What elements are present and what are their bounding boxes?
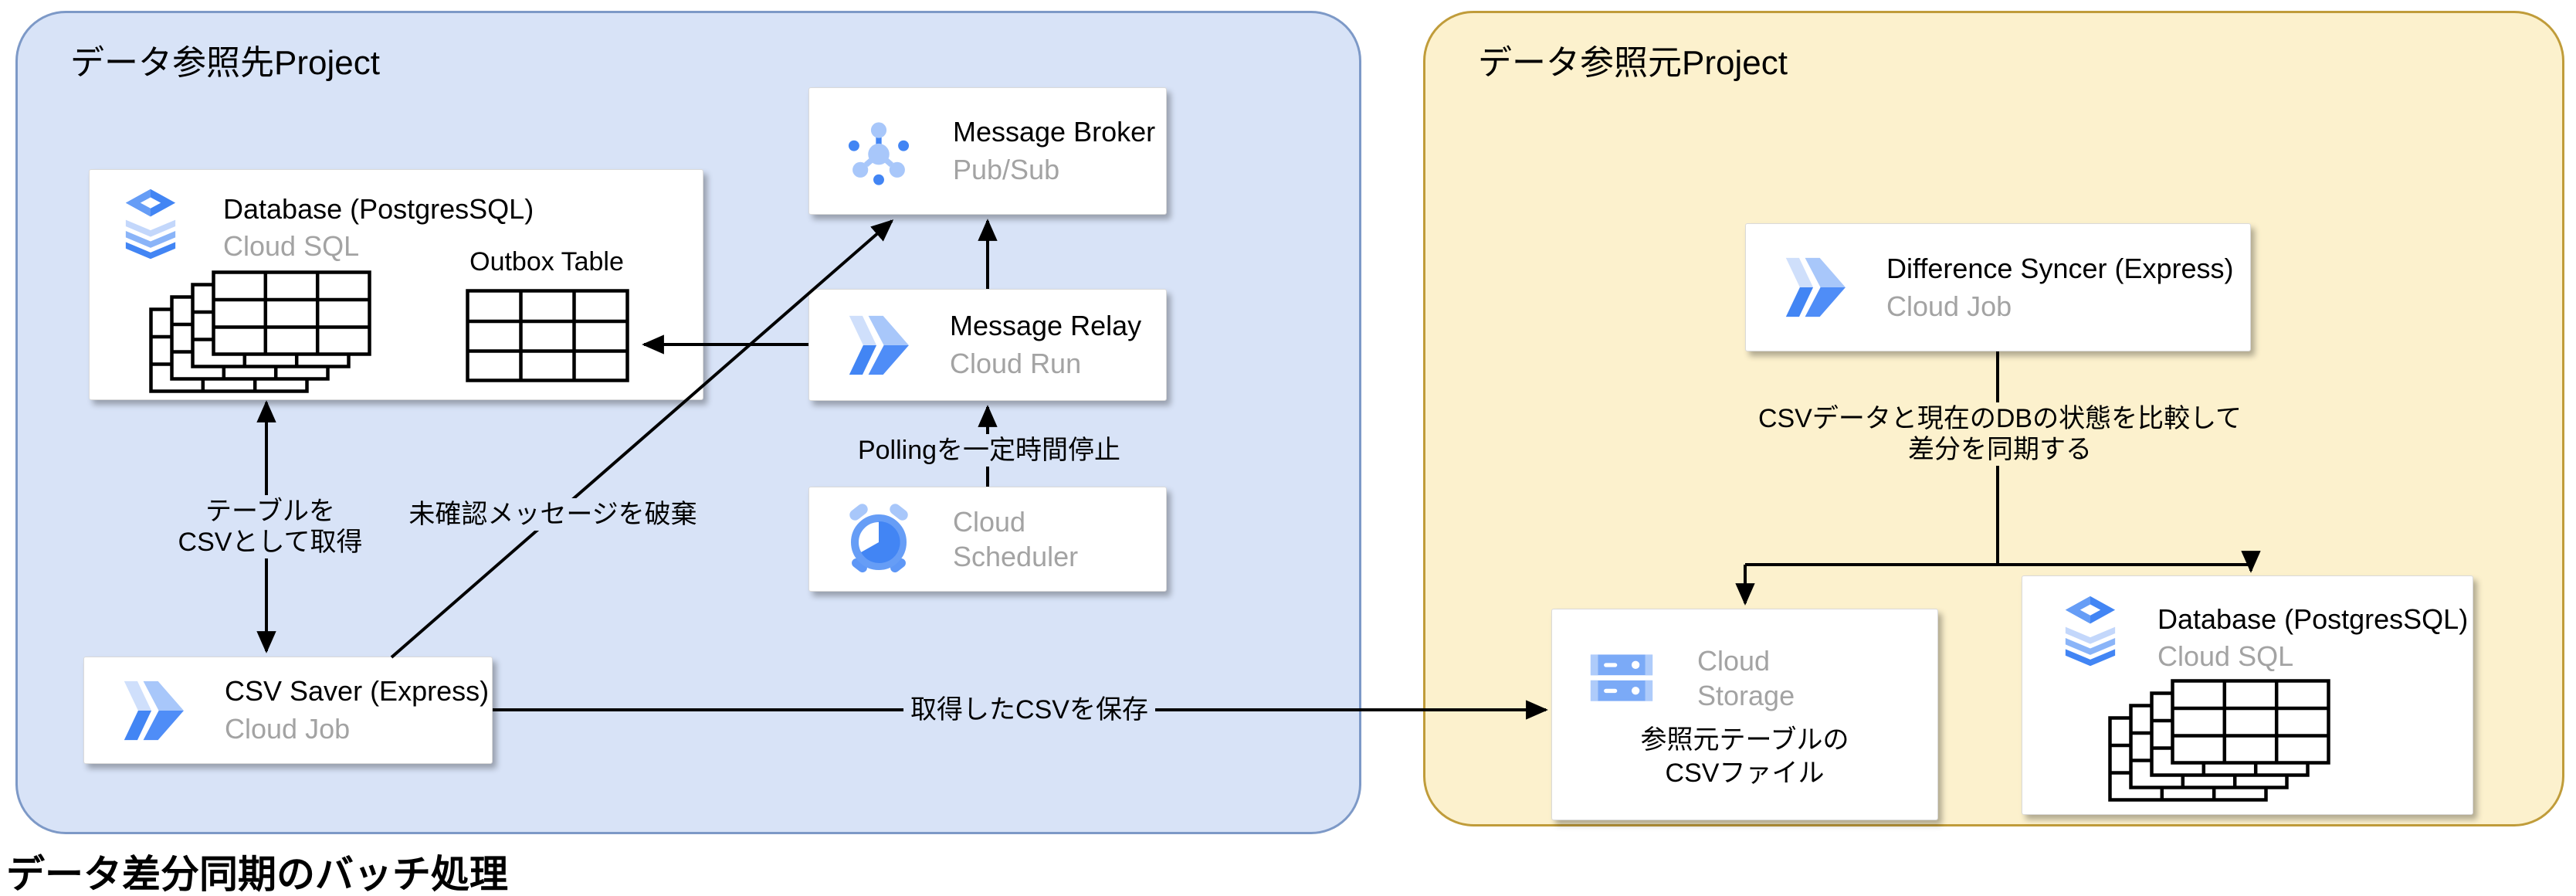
outbox-table-icon [466, 289, 629, 382]
cloud-sql-icon [2065, 596, 2116, 667]
edge-label-save-csv: 取得したCSVを保存 [903, 694, 1155, 726]
cloud-run-icon [849, 315, 909, 375]
db-left-subtitle: Cloud SQL [223, 230, 360, 262]
db-right-subtitle: Cloud SQL [2157, 640, 2294, 672]
diagram-title: データ差分同期のバッチ処理 [6, 853, 508, 896]
storage-label-line2: Storage [1697, 680, 1795, 711]
container-right-title: データ参照元Project [1478, 44, 1788, 82]
relay-subtitle: Cloud Run [950, 348, 1082, 379]
cloud-sql-icon [125, 188, 176, 260]
cloud-scheduler-icon [849, 504, 908, 573]
storage-note-line1: 参照元テーブルの [1640, 725, 1849, 755]
relay-title: Message Relay [950, 310, 1142, 341]
cloud-run-icon [1785, 257, 1846, 317]
table-stack-icon [149, 270, 371, 393]
node-csv-saver: CSV Saver (Express) Cloud Job [83, 657, 493, 764]
diff-syncer-subtitle: Cloud Job [1886, 290, 2012, 322]
broker-subtitle: Pub/Sub [953, 154, 1060, 185]
outbox-table-label: Outbox Table [469, 247, 624, 277]
edge-label-compare-sync: CSVデータと現在のDBの状態を比較して 差分を同期する [1751, 402, 2249, 466]
node-database-left: Database (PostgresSQL) Cloud SQL Outbox … [89, 169, 703, 400]
node-database-right: Database (PostgresSQL) Cloud SQL [2022, 575, 2473, 815]
scheduler-label-line2: Scheduler [953, 541, 1079, 572]
pubsub-icon [848, 121, 910, 185]
diff-syncer-title: Difference Syncer (Express) [1886, 252, 2234, 284]
broker-title: Message Broker [953, 116, 1156, 148]
edge-label-fetch-csv: テーブルを CSVとして取得 [171, 495, 370, 558]
csv-saver-title: CSV Saver (Express) [225, 675, 490, 707]
table-stack-icon [2108, 679, 2330, 802]
storage-label-line1: Cloud [1697, 645, 1771, 677]
storage-note-line2: CSVファイル [1665, 759, 1825, 788]
cloud-storage-icon [1590, 654, 1653, 701]
scheduler-label-line1: Cloud [953, 506, 1026, 538]
edge-label-discard: 未確認メッセージを破棄 [402, 498, 704, 531]
storage-note: 参照元テーブルの CSVファイル [1552, 724, 1937, 790]
node-cloud-storage: Cloud Storage 参照元テーブルの CSVファイル [1551, 609, 1938, 820]
edge-label-polling: Pollingを一定時間停止 [850, 434, 1128, 467]
db-right-title: Database (PostgresSQL) [2157, 603, 2469, 635]
csv-saver-subtitle: Cloud Job [225, 713, 351, 745]
node-message-relay: Message Relay Cloud Run [808, 289, 1167, 401]
node-message-broker: Message Broker Pub/Sub [808, 87, 1167, 215]
db-left-title: Database (PostgresSQL) [223, 193, 534, 225]
node-difference-syncer: Difference Syncer (Express) Cloud Job [1745, 223, 2251, 351]
node-cloud-scheduler: Cloud Scheduler [808, 487, 1167, 592]
container-left-title: データ参照先Project [70, 44, 380, 82]
cloud-run-icon [124, 680, 184, 740]
